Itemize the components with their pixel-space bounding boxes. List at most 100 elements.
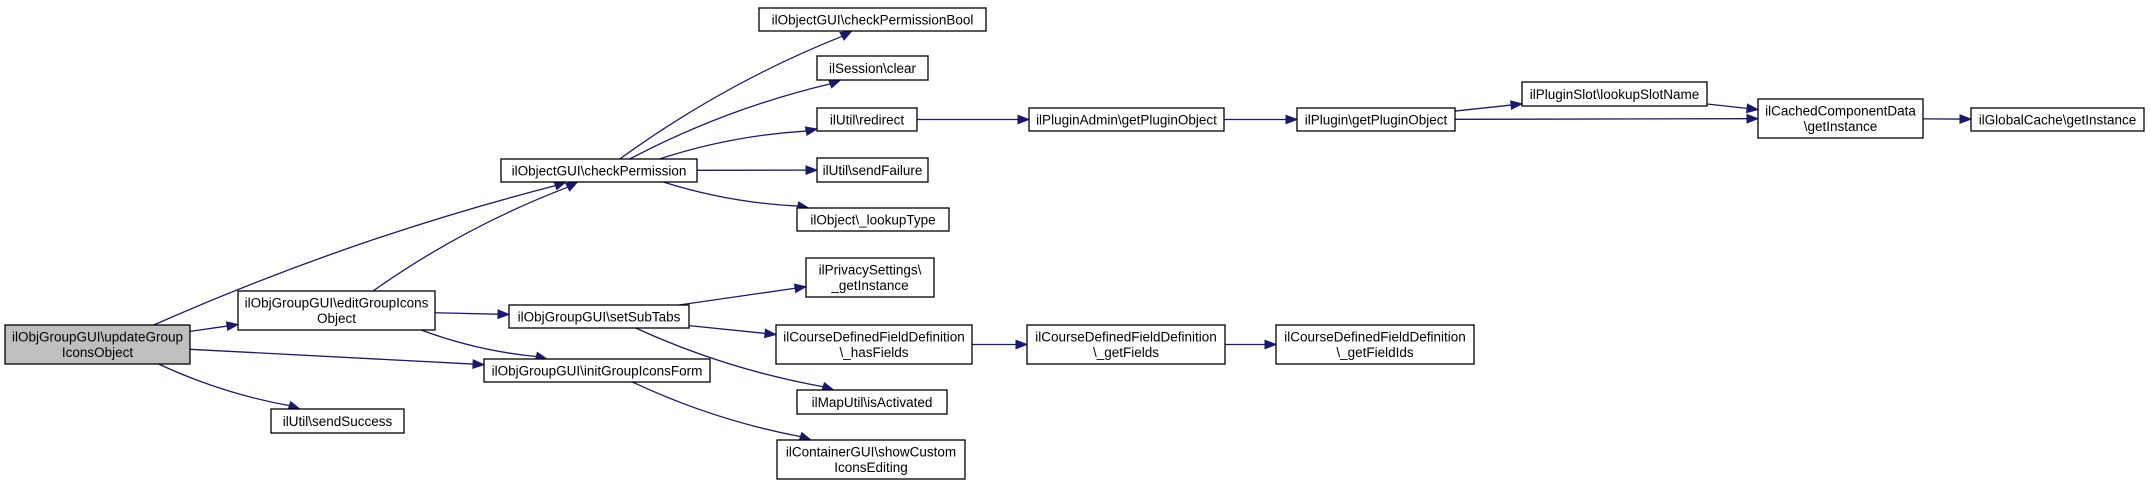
edge-n19-n21	[972, 339, 1029, 350]
node-box	[1521, 81, 1708, 107]
arrowhead-icon	[839, 30, 853, 41]
node-ilobjectgui-checkpermission[interactable]: ilObjectGUI\checkPermission	[500, 158, 698, 183]
edge-line	[189, 348, 474, 365]
node-label: ilCourseDefinedFieldDefinition	[1035, 330, 1217, 345]
edge-n3-n11	[434, 309, 511, 320]
edge-n3-n2	[372, 181, 579, 292]
edge-line	[632, 381, 801, 438]
node-ilobjectgui-checkpermissionbool[interactable]: ilObjectGUI\checkPermissionBool	[758, 7, 987, 32]
node-ilobject-lookuptype[interactable]: ilObject\_lookupType	[796, 207, 950, 232]
edge-line	[629, 83, 831, 160]
node-label: ilObject\_lookupType	[810, 212, 935, 227]
node-box	[4, 324, 191, 365]
edge-n14-n16	[1454, 113, 1760, 124]
node-label: \_getFieldIds	[1336, 345, 1414, 360]
node-label: IconsEditing	[834, 460, 908, 475]
node-label: ilCourseDefinedFieldDefinition	[1284, 330, 1466, 345]
edge-n2-n6	[619, 30, 853, 160]
node-label: ilObjGroupGUI\initGroupIconsForm	[492, 363, 703, 378]
node-ilutil-sendsuccess[interactable]: ilUtil\sendSuccess	[270, 408, 405, 434]
node-label: ilCachedComponentData	[1765, 104, 1916, 119]
node-box	[1970, 107, 2145, 132]
node-ilcachedcomponentdata-getinstance[interactable]: ilCachedComponentData\getInstance	[1757, 98, 1924, 139]
arrowhead-icon	[497, 309, 511, 320]
node-ilpluginslot-lookupslotname[interactable]: ilPluginSlot\lookupSlotName	[1521, 81, 1708, 107]
arrowhead-icon	[225, 321, 240, 332]
node-label: ilPlugin\getPluginObject	[1305, 112, 1448, 127]
node-box	[816, 107, 918, 132]
edge-line	[1454, 118, 1748, 120]
node-ilmaputil-isactivated[interactable]: ilMapUtil\isActivated	[796, 389, 948, 415]
node-box	[1028, 107, 1225, 132]
arrowhead-icon	[1264, 339, 1278, 350]
edge-n4-n12	[632, 381, 813, 442]
node-box	[796, 207, 950, 232]
node-ilprivacysettings-getinstance[interactable]: ilPrivacySettings\_getInstance	[805, 257, 935, 298]
node-ilplugin-getpluginobject[interactable]: ilPlugin\getPluginObject	[1296, 107, 1456, 132]
node-box	[816, 157, 929, 183]
node-label: \_getFields	[1093, 345, 1159, 360]
node-ilcoursedefinedfielddefinition-hasfields[interactable]: ilCourseDefinedFieldDefinition\_hasField…	[775, 324, 973, 365]
node-box	[483, 358, 711, 383]
node-ilobjgroupgui-initgroupiconsform[interactable]: ilObjGroupGUI\initGroupIconsForm	[483, 358, 711, 383]
arrowhead-icon	[1510, 100, 1524, 111]
arrowhead-icon	[1017, 114, 1031, 125]
edge-n2-n9	[696, 165, 819, 176]
node-ilcoursedefinedfielddefinition-getfields[interactable]: ilCourseDefinedFieldDefinition\_getField…	[1026, 324, 1226, 365]
arrowhead-icon	[804, 126, 819, 137]
arrowhead-icon	[1746, 103, 1760, 114]
edge-line	[153, 184, 556, 326]
node-label: ilCourseDefinedFieldDefinition	[783, 330, 965, 345]
node-box	[1296, 107, 1456, 132]
arrowhead-icon	[1015, 339, 1029, 350]
edge-line	[659, 130, 807, 160]
node-box	[508, 304, 690, 329]
node-label: ilObjGroupGUI\editGroupIcons	[245, 296, 429, 311]
node-label: IconsObject	[62, 345, 134, 360]
node-ilsession-clear[interactable]: ilSession\clear	[816, 55, 929, 81]
edge-line	[688, 325, 766, 335]
node-ilobjgroupgui-setsubtabs[interactable]: ilObjGroupGUI\setSubTabs	[508, 304, 690, 329]
edge-line	[420, 329, 537, 358]
node-ilutil-sendfailure[interactable]: ilUtil\sendFailure	[816, 157, 929, 183]
edge-n1-n4	[189, 348, 486, 369]
node-label: ilObjectGUI\checkPermission	[512, 163, 687, 178]
arrowhead-icon	[1746, 113, 1760, 124]
node-label: ilContainerGUI\showCustom	[786, 445, 956, 460]
node-label: ilMapUtil\isActivated	[812, 395, 933, 410]
edge-line	[1454, 104, 1512, 112]
node-label: ilObjGroupGUI\setSubTabs	[518, 309, 681, 324]
node-label: \getInstance	[1804, 119, 1878, 134]
node-ilcoursedefinedfielddefinition-getfieldids[interactable]: ilCourseDefinedFieldDefinition\_getField…	[1275, 324, 1475, 365]
node-ilpluginadmin-getpluginobject[interactable]: ilPluginAdmin\getPluginObject	[1028, 107, 1225, 132]
node-label: \_hasFields	[839, 345, 908, 360]
node-box	[758, 7, 987, 32]
edge-line	[434, 312, 499, 315]
nodes: ilObjGroupGUI\updateGroupIconsObjectilOb…	[4, 7, 2145, 480]
node-box	[500, 158, 698, 183]
arrowhead-icon	[1285, 114, 1299, 125]
node-box	[1275, 324, 1475, 365]
edge-n11-n18	[678, 283, 808, 306]
node-label: ilUtil\sendSuccess	[283, 414, 393, 429]
node-box	[816, 55, 929, 81]
node-box	[796, 389, 948, 415]
node-label: ilObjGroupGUI\updateGroup	[12, 330, 183, 345]
edge-line	[635, 327, 824, 388]
node-ilutil-redirect[interactable]: ilUtil\redirect	[816, 107, 918, 132]
edge-line	[158, 363, 290, 407]
node-box	[1026, 324, 1226, 365]
arrowhead-icon	[793, 283, 808, 294]
edge-line	[372, 186, 568, 292]
arrowhead-icon	[805, 165, 819, 176]
arrowhead-icon	[472, 359, 486, 369]
edge-n2-n8	[659, 126, 819, 160]
node-ilglobalcache-getinstance[interactable]: ilGlobalCache\getInstance	[1970, 107, 2145, 132]
edge-n14-n15	[1454, 100, 1524, 112]
node-label: _getInstance	[830, 278, 908, 293]
node-box	[776, 439, 966, 480]
